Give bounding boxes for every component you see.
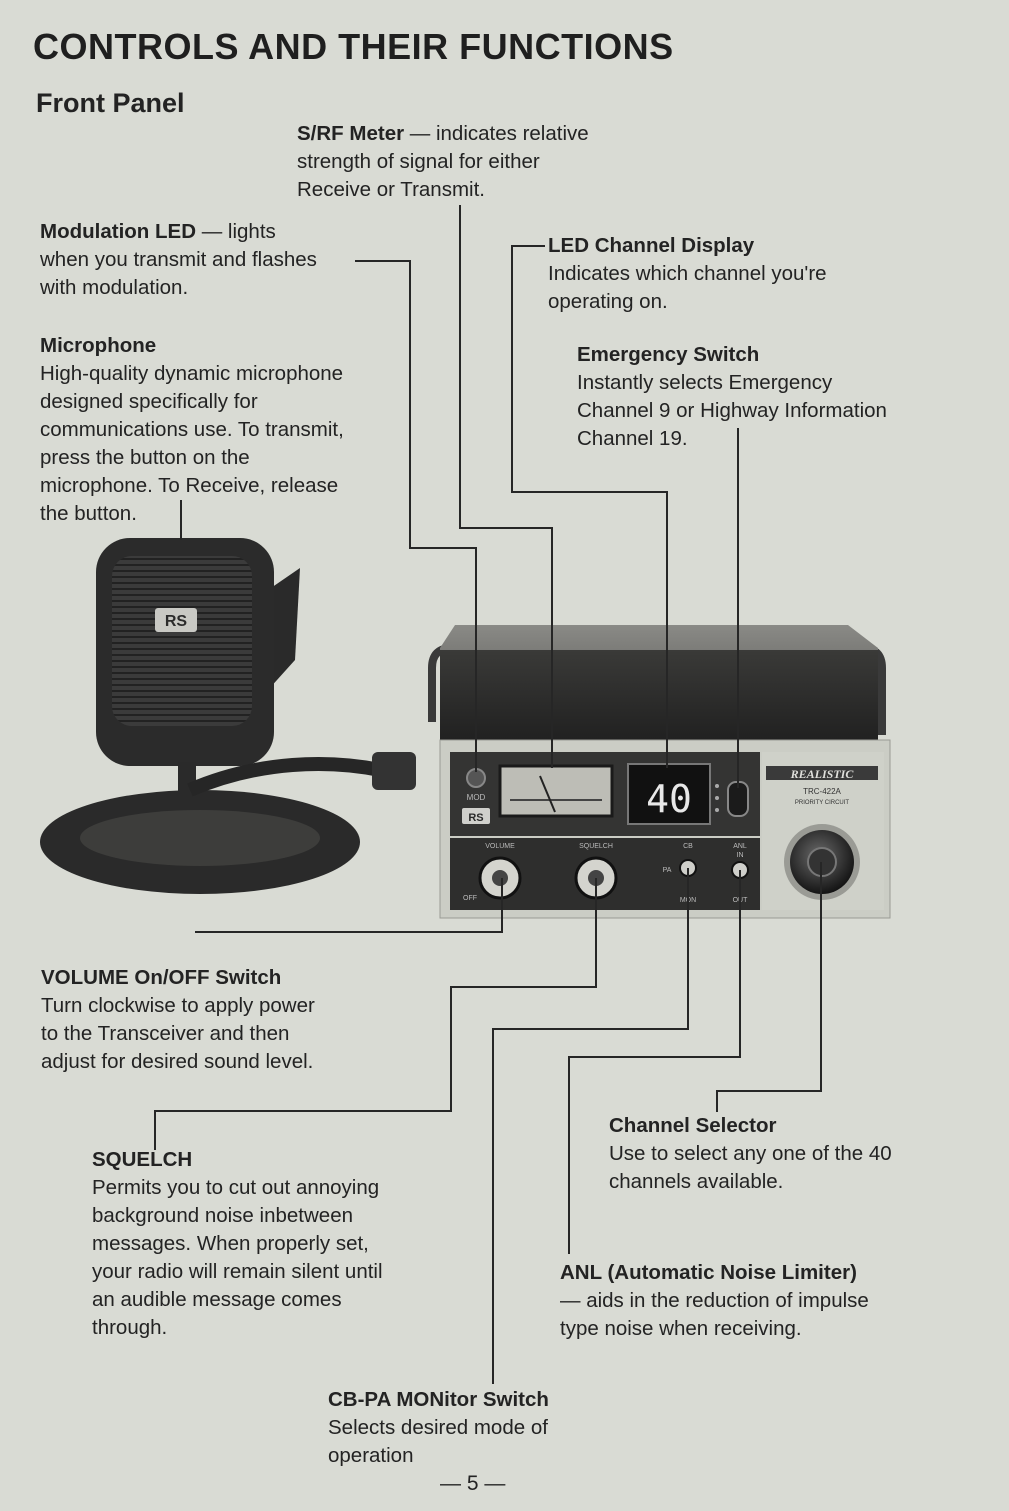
page-number: — 5 — <box>440 1472 506 1495</box>
callout-text: Selects desired mode of operation <box>328 1416 548 1467</box>
off-label: OFF <box>463 895 477 902</box>
callout-heading: SQUELCH <box>92 1148 193 1171</box>
mic-logo: RS <box>165 613 188 630</box>
callout-text: Turn clockwise to apply power to the Tra… <box>41 994 315 1073</box>
callout-heading: Modulation LED <box>40 220 197 243</box>
callout-heading: Microphone <box>40 334 157 357</box>
callout-squelch: SQUELCH Permits you to cut out annoying … <box>92 1146 383 1342</box>
channel-readout: 40 <box>646 777 692 821</box>
callout-volume-switch: VOLUME On/OFF Switch Turn clockwise to a… <box>41 964 315 1076</box>
callout-anl: ANL (Automatic Noise Limiter) — aids in … <box>560 1259 869 1343</box>
callout-heading: S/RF Meter <box>297 122 405 145</box>
mic-cable <box>187 757 382 797</box>
leader-lines <box>154 205 822 1384</box>
page-title: CONTROLS AND THEIR FUNCTIONS <box>33 26 674 67</box>
led-channel-display <box>627 763 711 825</box>
srf-meter <box>498 764 614 818</box>
leader-led-display <box>511 245 668 768</box>
callout-emergency-switch: Emergency Switch Instantly selects Emerg… <box>577 341 887 453</box>
callout-heading: LED Channel Display <box>548 234 755 257</box>
callout-heading: VOLUME On/OFF Switch <box>41 966 282 989</box>
callout-microphone: Microphone High-quality dynamic micropho… <box>40 332 344 528</box>
callout-text: — aids in the reduction of impulse type … <box>560 1289 869 1340</box>
callout-heading: Channel Selector <box>609 1114 777 1137</box>
callout-text: — lights when you transmit and flashes w… <box>40 220 317 299</box>
callout-heading: Emergency Switch <box>577 343 760 366</box>
leader-volume <box>195 878 503 933</box>
callout-modulation-led: Modulation LED — lights when you transmi… <box>40 218 317 302</box>
microphone-illustration: RS <box>40 538 416 894</box>
cb-label: CB <box>683 843 693 850</box>
mic-connector <box>372 752 416 790</box>
callout-heading: ANL (Automatic Noise Limiter) <box>560 1261 857 1284</box>
callout-heading: CB-PA MONitor Switch <box>328 1388 549 1411</box>
leader-modulation-led <box>355 260 477 772</box>
leader-anl <box>568 870 741 1254</box>
callout-text: High-quality dynamic microphone designed… <box>40 362 344 525</box>
leader-channel-selector <box>716 862 822 1112</box>
callout-text: Permits you to cut out annoying backgrou… <box>92 1176 383 1339</box>
callout-text: Use to select any one of the 40 channels… <box>609 1142 892 1193</box>
leader-srf-meter <box>459 205 553 768</box>
leader-cbpa-monitor <box>492 868 689 1384</box>
leader-squelch <box>154 878 597 1150</box>
volume-label: VOLUME <box>485 843 515 850</box>
rs-logo: RS <box>468 812 483 824</box>
rs-logo-badge <box>462 808 490 824</box>
anl-in-label: IN <box>737 852 744 859</box>
anl-label: ANL <box>733 843 747 850</box>
mic-logo-badge <box>155 608 197 632</box>
callout-cbpa-monitor: CB-PA MONitor Switch Selects desired mod… <box>328 1386 549 1470</box>
mic-grille <box>112 556 252 726</box>
callout-led-channel-display: LED Channel Display Indicates which chan… <box>548 232 827 316</box>
radio-body <box>440 650 878 750</box>
pa-label: PA <box>663 867 672 874</box>
mic-push-button <box>268 568 300 690</box>
mod-label: MOD <box>467 793 486 802</box>
section-subtitle: Front Panel <box>36 88 185 118</box>
callout-text: Instantly selects Emergency Channel 9 or… <box>577 371 887 450</box>
meter-needle <box>539 775 556 813</box>
brand-logo: REALISTIC <box>790 767 855 781</box>
model-subtitle: PRIORITY CIRCUIT <box>795 800 850 806</box>
model-number: TRC-422A <box>803 787 841 796</box>
callout-channel-selector: Channel Selector Use to select any one o… <box>609 1112 892 1196</box>
squelch-label: SQUELCH <box>579 843 613 850</box>
callout-text: Indicates which channel you're operating… <box>548 262 827 313</box>
callout-text: — indicates relative strength of signal … <box>297 122 589 201</box>
callout-srf-meter: S/RF Meter — indicates relative strength… <box>297 120 589 204</box>
